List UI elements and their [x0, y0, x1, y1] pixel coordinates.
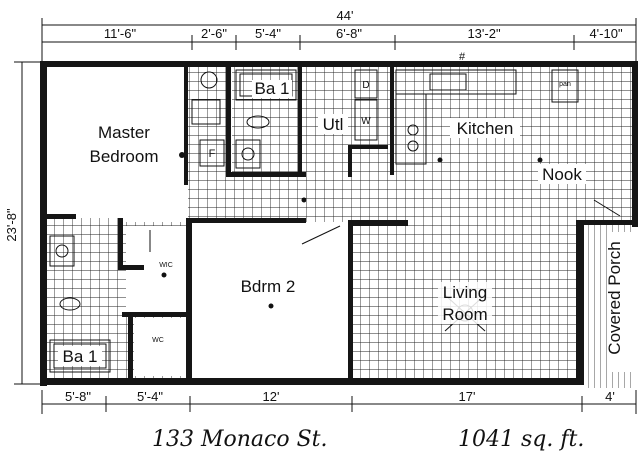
dim-top-5: 13'-2" — [467, 26, 501, 41]
dim-top-1: 11'-6" — [104, 26, 137, 41]
bath-bottom-label: Ba 1 — [63, 347, 98, 366]
bedroom2-label: Bdrm 2 — [241, 277, 296, 296]
dim-bottom-3: 12' — [263, 389, 280, 404]
range-label: # — [459, 51, 466, 63]
dim-top-2: 2'-6" — [201, 26, 227, 41]
kitchen-label: Kitchen — [457, 119, 514, 138]
wic-label: WIC — [159, 262, 173, 269]
nook-label: Nook — [542, 165, 582, 184]
address-caption: 133 Monaco St. — [152, 427, 328, 452]
dryer-label: D — [362, 80, 369, 91]
living-room-label-line2: Room — [442, 305, 487, 324]
dim-top-3: 5'-4" — [255, 26, 281, 41]
left-dimension: 23'-8" — [4, 61, 44, 385]
dim-bottom-2: 5'-4" — [137, 389, 163, 404]
dim-bottom-5: 4' — [605, 389, 615, 404]
area-caption: 1041 sq. ft. — [458, 427, 584, 452]
wc-label: WC — [152, 337, 164, 344]
room-labels: Master Bedroom Ba 1 Utl Kitchen Nook Bdr… — [58, 79, 632, 372]
covered-porch-label: Covered Porch — [605, 241, 624, 354]
furnace-box — [199, 139, 225, 167]
master-bedroom-label-line1: Master — [98, 123, 150, 142]
top-dimensions: 44' 11'-6" 2'-6" 5'-4" 6'-8" 13'-2" 4'-1… — [41, 8, 637, 62]
fixtures: F W D # pan — [49, 51, 621, 373]
dim-top-6: 4'-10" — [589, 26, 623, 41]
master-bedroom-label-line2: Bedroom — [90, 147, 159, 166]
walls — [40, 61, 638, 386]
dim-bottom-1: 5'-8" — [65, 389, 91, 404]
washer-label: W — [361, 116, 371, 127]
bath-top-label: Ba 1 — [255, 79, 290, 98]
dim-overall-width: 44' — [337, 8, 354, 23]
dim-top-4: 6'-8" — [336, 26, 362, 41]
bottom-dimensions: 5'-8" 5'-4" 12' 17' 4' — [41, 389, 637, 414]
carpet-rooms — [48, 66, 348, 376]
utility-label: Utl — [323, 115, 344, 134]
pantry-label: pan — [559, 81, 571, 88]
furnace-label: F — [209, 148, 216, 160]
living-room-label-line1: Living — [443, 283, 487, 302]
dim-bottom-4: 17' — [459, 389, 476, 404]
dim-overall-depth: 23'-8" — [4, 208, 19, 242]
